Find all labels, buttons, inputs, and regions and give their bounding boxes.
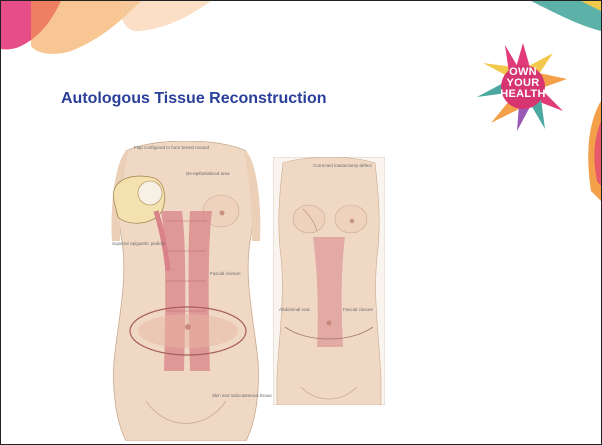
label-corrected-defect: Corrected mastectomy defect bbox=[313, 163, 372, 168]
label-de-epithelialized: De-epithelialized area bbox=[186, 171, 230, 176]
label-abdominal-scar: Abdominal scar bbox=[279, 307, 310, 312]
logo-text-own: OWN bbox=[475, 67, 571, 77]
label-superior-epigastric-pedicle: Superior epigastric pedicle bbox=[112, 241, 165, 246]
label-flap-configured: Flap configured to form breast mound bbox=[134, 145, 209, 150]
label-fascial-incision: Fascial incision bbox=[210, 271, 241, 276]
top-right-brush-decoration bbox=[481, 1, 601, 41]
right-edge-brush-decoration bbox=[581, 101, 601, 201]
logo-text-your: YOUR bbox=[475, 78, 571, 88]
reconstructed-torso-drawing bbox=[273, 157, 385, 405]
logo-text-health: HEALTH bbox=[475, 89, 571, 99]
tram-flap-illustration-right: Corrected mastectomy defect Abdominal sc… bbox=[273, 157, 385, 405]
slide-title: Autologous Tissue Reconstruction bbox=[61, 90, 327, 108]
own-your-health-logo: OWN YOUR HEALTH bbox=[475, 41, 571, 133]
tram-flap-illustration-left: Flap configured to form breast mound De-… bbox=[106, 141, 266, 441]
label-fascial-closure: Fascial closure bbox=[343, 307, 373, 312]
top-left-brush-decoration bbox=[1, 1, 221, 61]
